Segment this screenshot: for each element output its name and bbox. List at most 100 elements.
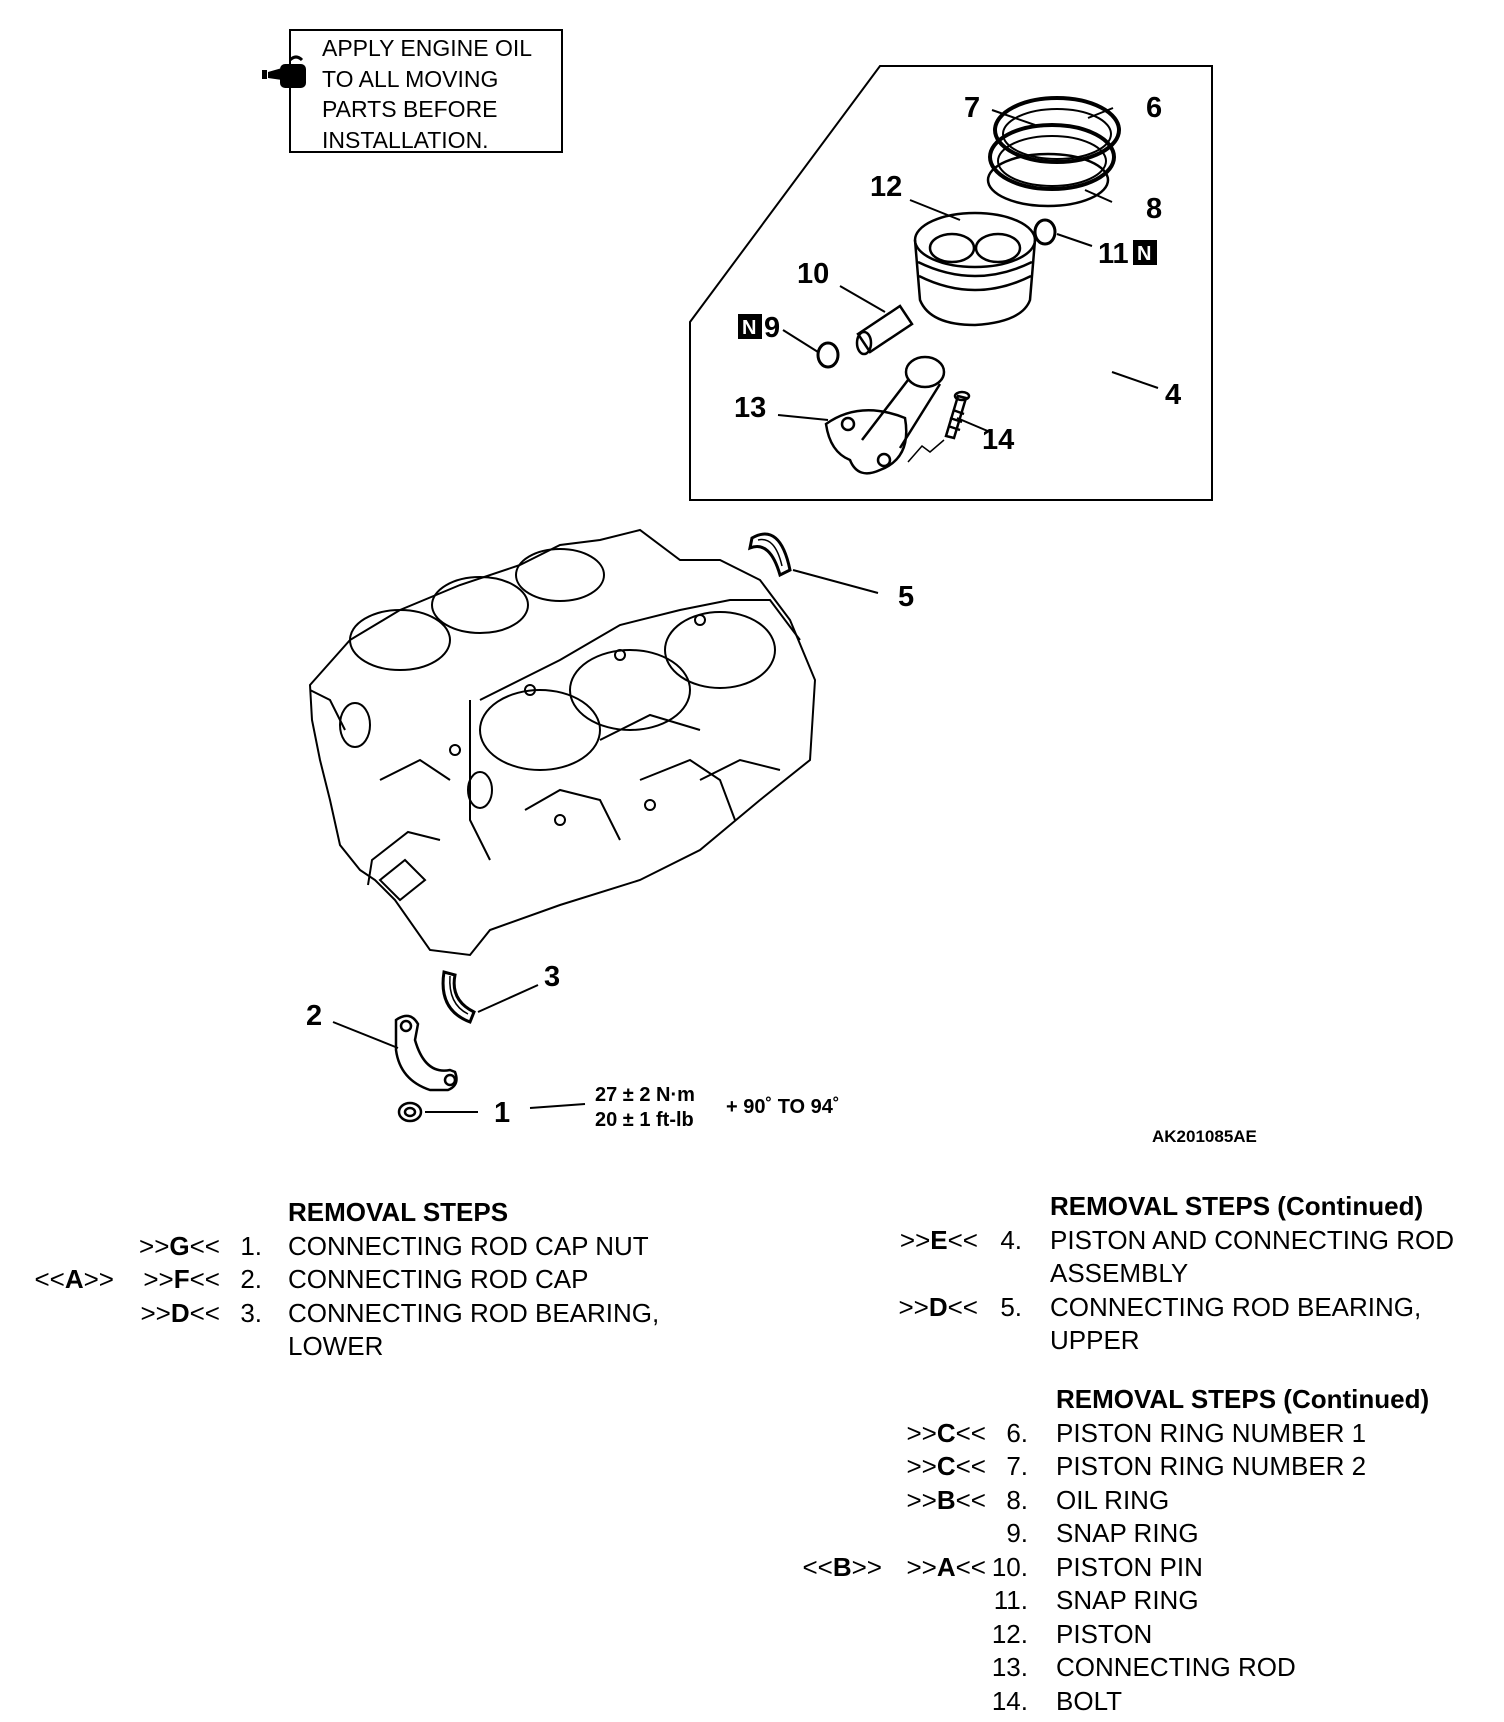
piston-pin bbox=[855, 304, 914, 356]
callout-7: 7 bbox=[964, 92, 980, 124]
note-line-4: INSTALLATION. bbox=[322, 127, 489, 153]
step-row-continuation: UPPER bbox=[760, 1324, 1504, 1358]
step-row: >>D<< 5. CONNECTING ROD BEARING, bbox=[760, 1291, 1504, 1325]
step-code-secondary: >>E<< bbox=[899, 1224, 978, 1255]
bearing-lower bbox=[441, 970, 476, 1024]
step-row: <<B>> >>A<<10. PISTON PIN bbox=[760, 1551, 1504, 1585]
step-row: >>E<< 4. PISTON AND CONNECTING ROD bbox=[760, 1224, 1504, 1258]
callout-4: 4 bbox=[1165, 379, 1181, 411]
callouts: 7 6 8 12 11 N 10 N 9 13 14 4 5 3 2 1 bbox=[306, 92, 1181, 1129]
step-code-secondary: >>F<< bbox=[143, 1264, 220, 1294]
torque-angle: + 90˚ TO 94˚ bbox=[726, 1095, 840, 1118]
step-row-continuation: ASSEMBLY bbox=[760, 1257, 1504, 1291]
callout-8: 8 bbox=[1146, 193, 1162, 225]
step-code-secondary: >>B<< bbox=[906, 1484, 986, 1515]
bearing-upper bbox=[747, 532, 792, 578]
callout-14: 14 bbox=[982, 424, 1014, 456]
snap-ring-11 bbox=[1033, 218, 1057, 246]
step-description: SNAP RING bbox=[1056, 1585, 1199, 1615]
step-description: CONNECTING ROD BEARING, bbox=[288, 1297, 660, 1328]
step-description: CONNECTING ROD CAP bbox=[288, 1264, 589, 1294]
step-number: 3. bbox=[240, 1297, 262, 1328]
step-row: >>B<< 8. OIL RING bbox=[760, 1484, 1504, 1518]
new-part-mark-11-label: N bbox=[1137, 243, 1151, 265]
step-row: 14. BOLT bbox=[760, 1685, 1504, 1719]
step-description: BOLT bbox=[1056, 1685, 1122, 1716]
rod-cap-nut bbox=[397, 1101, 423, 1123]
piston-assembly-outline bbox=[689, 65, 1213, 501]
torque-imperial: 20 ± 1 ft-lb bbox=[595, 1109, 694, 1131]
callout-12: 12 bbox=[870, 171, 902, 203]
step-code-primary: <<B>> bbox=[802, 1551, 882, 1582]
removal-steps-heading-1: REMOVAL STEPS bbox=[288, 1197, 509, 1227]
connecting-rod bbox=[824, 355, 946, 475]
new-part-mark-11: N bbox=[1133, 240, 1157, 265]
new-part-mark-9-label: N bbox=[742, 317, 756, 339]
step-number: 1. bbox=[240, 1230, 262, 1261]
callout-9: 9 bbox=[764, 312, 780, 344]
step-number: 11. bbox=[993, 1585, 1028, 1615]
figure-id: AK201085AE bbox=[1152, 1127, 1257, 1146]
step-number: 6. bbox=[1006, 1417, 1028, 1448]
step-description: UPPER bbox=[1050, 1325, 1140, 1355]
step-description: PISTON RING NUMBER 1 bbox=[1056, 1417, 1367, 1448]
step-number: 8. bbox=[1006, 1484, 1028, 1515]
callout-1: 1 bbox=[494, 1097, 510, 1129]
step-description: LOWER bbox=[288, 1331, 384, 1361]
step-code-secondary: >>A<< bbox=[906, 1551, 986, 1582]
step-description: ASSEMBLY bbox=[1050, 1258, 1189, 1288]
piston bbox=[913, 211, 1037, 327]
note-line-2: TO ALL MOVING bbox=[322, 66, 498, 92]
step-description: PISTON AND CONNECTING ROD bbox=[1050, 1224, 1455, 1255]
step-row: 9.SNAP RING bbox=[760, 1517, 1504, 1551]
oil-note: APPLY ENGINE OIL TO ALL MOVING PARTS BEF… bbox=[262, 29, 563, 153]
step-row-continuation: LOWER bbox=[0, 1330, 720, 1364]
callout-6: 6 bbox=[1146, 92, 1162, 124]
rod-cap bbox=[394, 1014, 458, 1092]
step-code-secondary: >>C<< bbox=[906, 1451, 986, 1481]
step-number: 9. bbox=[1006, 1518, 1028, 1548]
leader-lines bbox=[332, 107, 1159, 1113]
step-row: >>D<< 3. CONNECTING ROD BEARING, bbox=[0, 1297, 720, 1331]
step-number: 5. bbox=[1000, 1291, 1022, 1322]
removal-steps-heading-2: REMOVAL STEPS (Continued) bbox=[1050, 1191, 1424, 1221]
step-description: PISTON bbox=[1056, 1618, 1153, 1649]
callout-10: 10 bbox=[797, 258, 829, 290]
step-row: 12.PISTON bbox=[760, 1618, 1504, 1652]
removal-steps-heading-3: REMOVAL STEPS (Continued) bbox=[1056, 1384, 1430, 1414]
oil-can-icon bbox=[262, 55, 306, 88]
callout-2: 2 bbox=[306, 1000, 322, 1032]
callout-3: 3 bbox=[544, 961, 560, 993]
step-number: 4. bbox=[1000, 1224, 1022, 1255]
note-line-3: PARTS BEFORE bbox=[322, 96, 498, 122]
step-code-secondary: >>G<< bbox=[139, 1230, 220, 1261]
step-code-secondary: >>C<< bbox=[906, 1417, 986, 1448]
step-row: 13.CONNECTING ROD bbox=[760, 1651, 1504, 1685]
step-description: OIL RING bbox=[1056, 1484, 1170, 1515]
step-number: 14. bbox=[991, 1685, 1028, 1716]
step-description: PISTON RING NUMBER 2 bbox=[1056, 1451, 1367, 1481]
callout-11: 11 bbox=[1098, 238, 1129, 270]
step-row: <<A>>>>F<<2.CONNECTING ROD CAP bbox=[0, 1263, 720, 1297]
piston-rings bbox=[986, 96, 1121, 208]
snap-ring-9 bbox=[816, 341, 840, 369]
step-number: 2. bbox=[240, 1264, 262, 1294]
step-row: >>C<< 6. PISTON RING NUMBER 1 bbox=[760, 1417, 1504, 1451]
step-number: 7. bbox=[1006, 1451, 1028, 1481]
note-line-1: APPLY ENGINE OIL bbox=[322, 35, 532, 61]
new-part-mark-9: N bbox=[738, 314, 762, 339]
step-code-secondary: >>D<< bbox=[140, 1297, 220, 1328]
bolt bbox=[907, 390, 971, 463]
step-description: CONNECTING ROD BEARING, bbox=[1050, 1291, 1422, 1322]
engine-block bbox=[308, 528, 817, 957]
step-code-secondary: >>D<< bbox=[898, 1291, 978, 1322]
step-row: >>G<<1.CONNECTING ROD CAP NUT bbox=[0, 1230, 720, 1264]
step-number: 10. bbox=[991, 1551, 1028, 1582]
step-description: PISTON PIN bbox=[1056, 1551, 1203, 1582]
step-row: >>C<< 7. PISTON RING NUMBER 2 bbox=[760, 1450, 1504, 1484]
torque-spec: 27 ± 2 N·m 20 ± 1 ft-lb + 90˚ TO 94˚ bbox=[595, 1084, 840, 1131]
callout-13: 13 bbox=[734, 392, 766, 424]
torque-metric: 27 ± 2 N·m bbox=[595, 1084, 695, 1106]
step-row: 11. SNAP RING bbox=[760, 1584, 1504, 1618]
